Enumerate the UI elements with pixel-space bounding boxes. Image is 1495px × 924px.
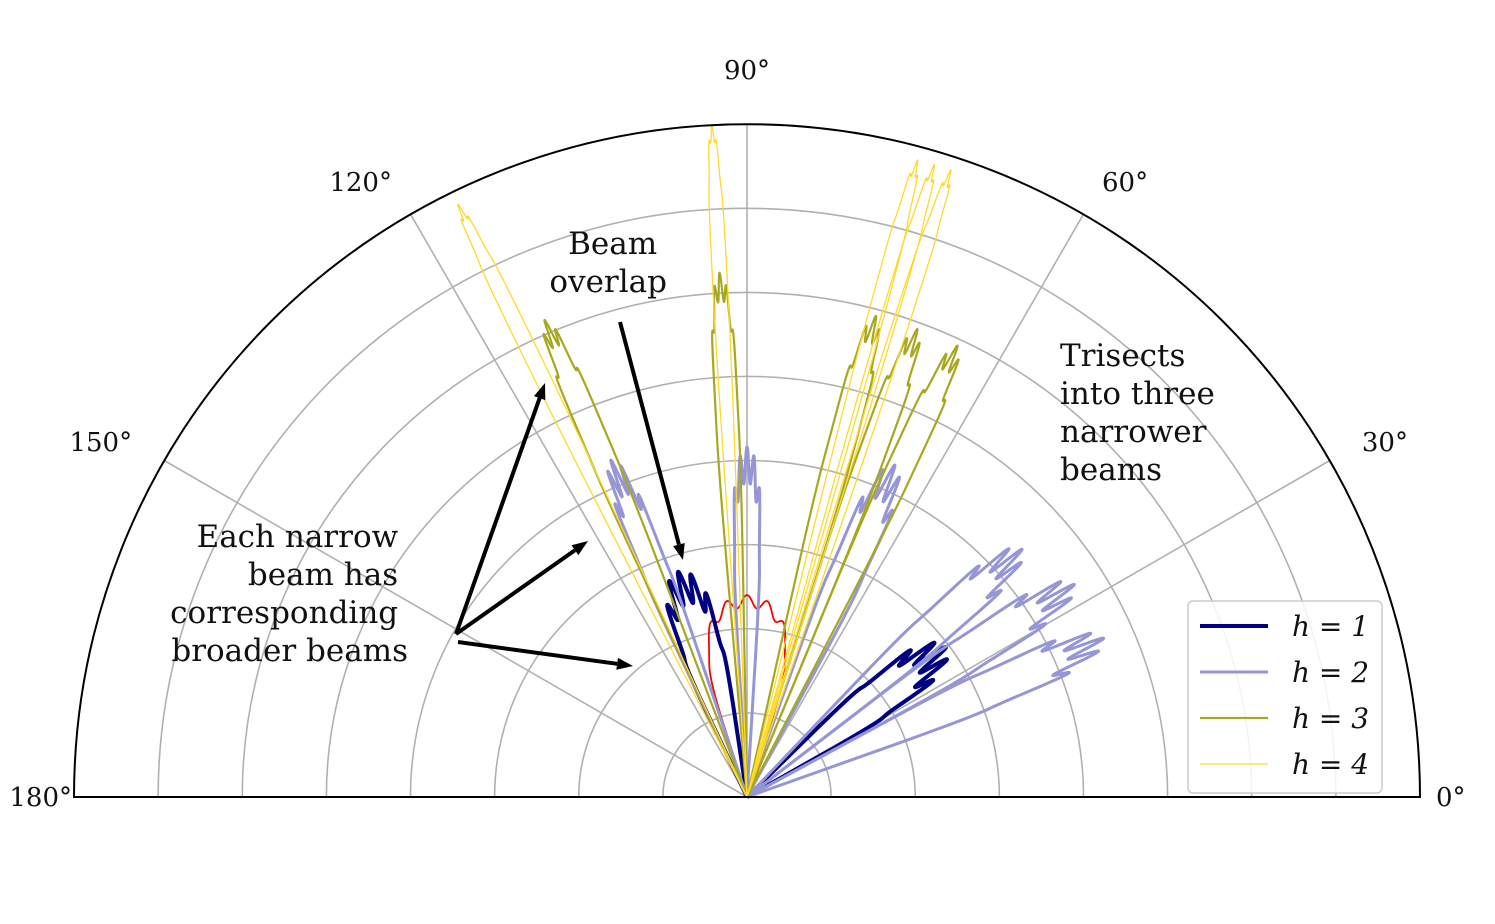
annotation-line: beams xyxy=(1060,452,1162,488)
series-lobe xyxy=(745,314,881,798)
annotation-each-narrow-beam: Each narrow beam has corresponding broad… xyxy=(170,519,408,669)
theta-tick-label: 120° xyxy=(329,168,392,198)
series-lobe xyxy=(665,569,749,798)
series-lobe xyxy=(746,580,1076,799)
annotation-arrow-shaft xyxy=(618,321,681,546)
annotation-line: Trisects xyxy=(1060,338,1185,374)
annotation-line: narrower xyxy=(1060,414,1207,450)
annotation-line: Beam xyxy=(568,226,657,262)
frame-layer xyxy=(72,123,1422,798)
series-lobe xyxy=(746,159,919,798)
theta-tick-label: 150° xyxy=(69,428,132,458)
theta-tick-label: 90° xyxy=(724,56,770,86)
annotation-arrow-shaft xyxy=(457,640,618,666)
series-layer xyxy=(457,124,1106,799)
annotation-line: beam has xyxy=(248,557,398,593)
annotation-line: Each narrow xyxy=(197,519,399,555)
grid-spoke xyxy=(163,459,748,798)
annotation-arrow-head xyxy=(616,657,633,670)
series-lobe xyxy=(711,271,749,798)
legend-label: h = 1 xyxy=(1292,610,1369,643)
theta-tick-label: 0° xyxy=(1436,783,1466,813)
series-lobe xyxy=(732,445,762,798)
grid-spoke xyxy=(746,213,1085,798)
annotation-arrow-head xyxy=(533,383,546,401)
annotation-arrow-shaft xyxy=(454,397,542,635)
annotation-layer: Beam overlap Trisects into three narrowe… xyxy=(170,226,1225,669)
annotation-trisects: Trisects into three narrower beams xyxy=(1060,338,1225,488)
series-lobe xyxy=(745,344,960,798)
annotation-beam-overlap: Beam overlap xyxy=(549,226,667,300)
annotation-line: broader beams xyxy=(171,633,408,669)
annotation-arrow-head xyxy=(673,542,685,560)
series-lobe xyxy=(746,631,1106,799)
series-lobe xyxy=(542,318,749,798)
grid-spoke xyxy=(409,213,748,798)
series-lobe xyxy=(745,327,921,798)
annotation-line: corresponding xyxy=(170,595,398,631)
legend-label: h = 2 xyxy=(1292,656,1369,689)
annotation-arrow-shaft xyxy=(454,548,577,636)
polar-frame xyxy=(72,123,1422,798)
series-lobe xyxy=(606,458,749,798)
legend: h = 1 h = 2 h = 3 h = 4 xyxy=(1187,600,1383,794)
series-lobe xyxy=(745,463,901,798)
tick-layer: 0° 30° 60° 90° 120° 150° 180° xyxy=(9,56,1465,813)
annotation-line: overlap xyxy=(549,264,667,300)
annotation-arrow-head xyxy=(571,541,588,556)
theta-tick-label: 180° xyxy=(9,783,72,813)
legend-items: h = 1 h = 2 h = 3 h = 4 xyxy=(1200,610,1369,781)
theta-tick-label: 60° xyxy=(1102,168,1148,198)
theta-tick-label: 30° xyxy=(1362,428,1408,458)
legend-box xyxy=(1187,600,1383,794)
series-lobe xyxy=(457,203,748,798)
annotation-line: into three xyxy=(1060,376,1215,412)
arrow-layer xyxy=(454,321,685,670)
legend-label: h = 3 xyxy=(1292,702,1369,735)
series-lobe xyxy=(707,594,787,798)
legend-label: h = 4 xyxy=(1292,748,1369,781)
series-lobe xyxy=(745,547,1024,799)
